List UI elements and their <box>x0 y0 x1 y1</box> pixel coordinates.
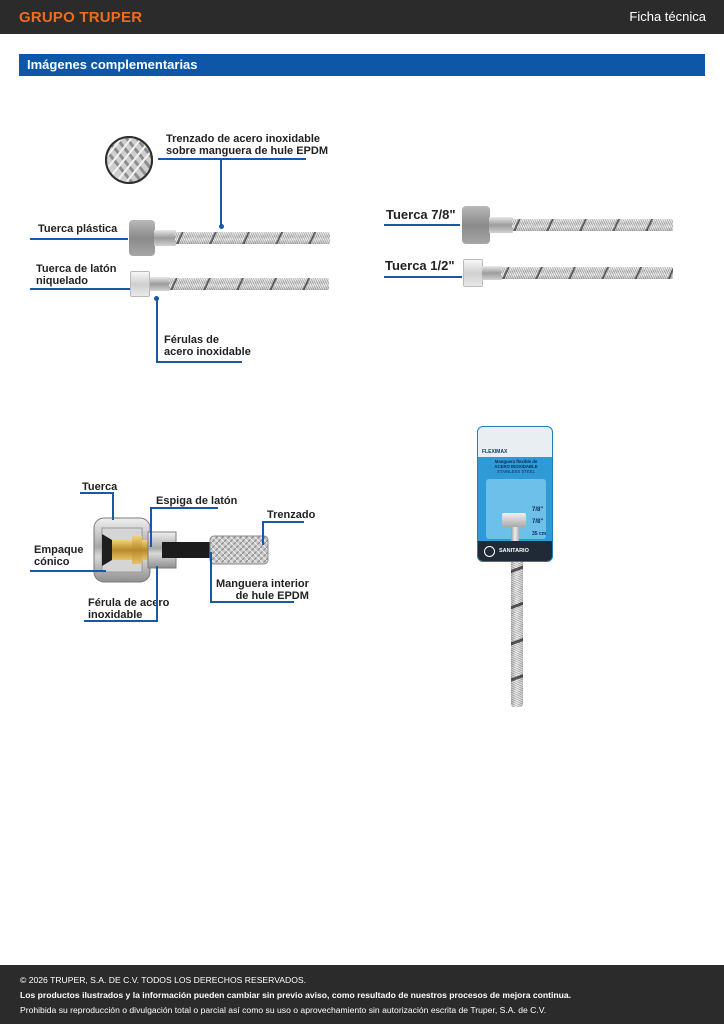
nut-78-label: Tuerca 7/8" <box>386 207 456 222</box>
package-hose-image <box>511 555 523 707</box>
nut-78-hose-image <box>512 219 673 231</box>
plastic-nut-image <box>129 220 155 256</box>
lower-hose-image <box>169 278 329 290</box>
footer: © 2026 TRUPER, S.A. DE C.V. TODOS LOS DE… <box>0 965 724 1024</box>
cutaway-braid-underline <box>262 521 304 523</box>
package-brand: FLEXIMAX <box>482 449 508 455</box>
top-bar: GRUPO TRUPER Ficha técnica <box>0 0 724 34</box>
nut-12-collar-image <box>482 266 502 280</box>
upper-collar-image <box>154 230 176 246</box>
cutaway-braid-label: Trenzado <box>267 509 316 521</box>
package-nut-image <box>502 513 526 527</box>
footer-prohibition: Prohibida su reproducción o divulgación … <box>20 1005 547 1015</box>
package-card-top <box>478 427 552 457</box>
plastic-nut-underline <box>30 238 128 240</box>
cutaway-ferrule-underline <box>84 620 158 622</box>
package-footer-band: SANITARIO <box>478 541 552 561</box>
braid-leader-dot <box>219 224 224 229</box>
document-type: Ficha técnica <box>629 9 706 24</box>
brand-logo: GRUPO TRUPER <box>19 9 143 26</box>
nut-12-image <box>463 259 483 287</box>
inner-hose-underline <box>210 601 294 603</box>
stem-underline <box>150 507 218 509</box>
cutaway-ferrule-leader <box>156 566 158 622</box>
inner-hose-leader <box>210 552 212 602</box>
brass-nut-image <box>130 271 150 297</box>
package-warranty-icon <box>484 546 495 557</box>
stem-leader <box>150 507 152 547</box>
nut-12-underline <box>384 276 462 278</box>
package-size-bottom: 7/8" <box>532 519 544 525</box>
braid-underline <box>158 158 306 160</box>
lower-collar-image <box>150 277 170 291</box>
stem-label: Espiga de latón <box>156 495 238 507</box>
plastic-nut-label: Tuerca plástica <box>38 223 118 235</box>
package-use-label: SANITARIO <box>499 548 529 554</box>
brass-nut-underline <box>30 288 130 290</box>
braid-leader <box>220 158 222 226</box>
upper-hose-image <box>175 232 330 244</box>
ferrule-leader <box>156 298 158 362</box>
cutaway-fitting-image <box>93 517 269 583</box>
package-length: 35 cm <box>532 531 547 537</box>
nut-78-image <box>462 206 490 244</box>
gasket-underline <box>30 570 106 572</box>
section-title: Imágenes complementarias <box>27 57 198 72</box>
nut-78-collar-image <box>489 217 513 233</box>
cutaway-braid-leader <box>262 521 264 545</box>
footer-copyright: © 2026 TRUPER, S.A. DE C.V. TODOS LOS DE… <box>20 975 307 985</box>
cutaway-nut-underline <box>80 492 114 494</box>
nut-12-hose-image <box>501 267 673 279</box>
nut-12-label: Tuerca 1/2" <box>385 258 455 273</box>
nut-78-underline <box>384 224 460 226</box>
section-header: Imágenes complementarias <box>19 54 705 76</box>
ferrule-underline <box>156 361 242 363</box>
braid-detail-icon <box>105 136 153 184</box>
cutaway-nut-label: Tuerca <box>82 481 118 493</box>
cutaway-nut-leader <box>112 492 114 520</box>
footer-disclaimer: Los productos ilustrados y la informació… <box>20 990 572 1000</box>
package-size-top: 7/8" <box>532 507 544 513</box>
